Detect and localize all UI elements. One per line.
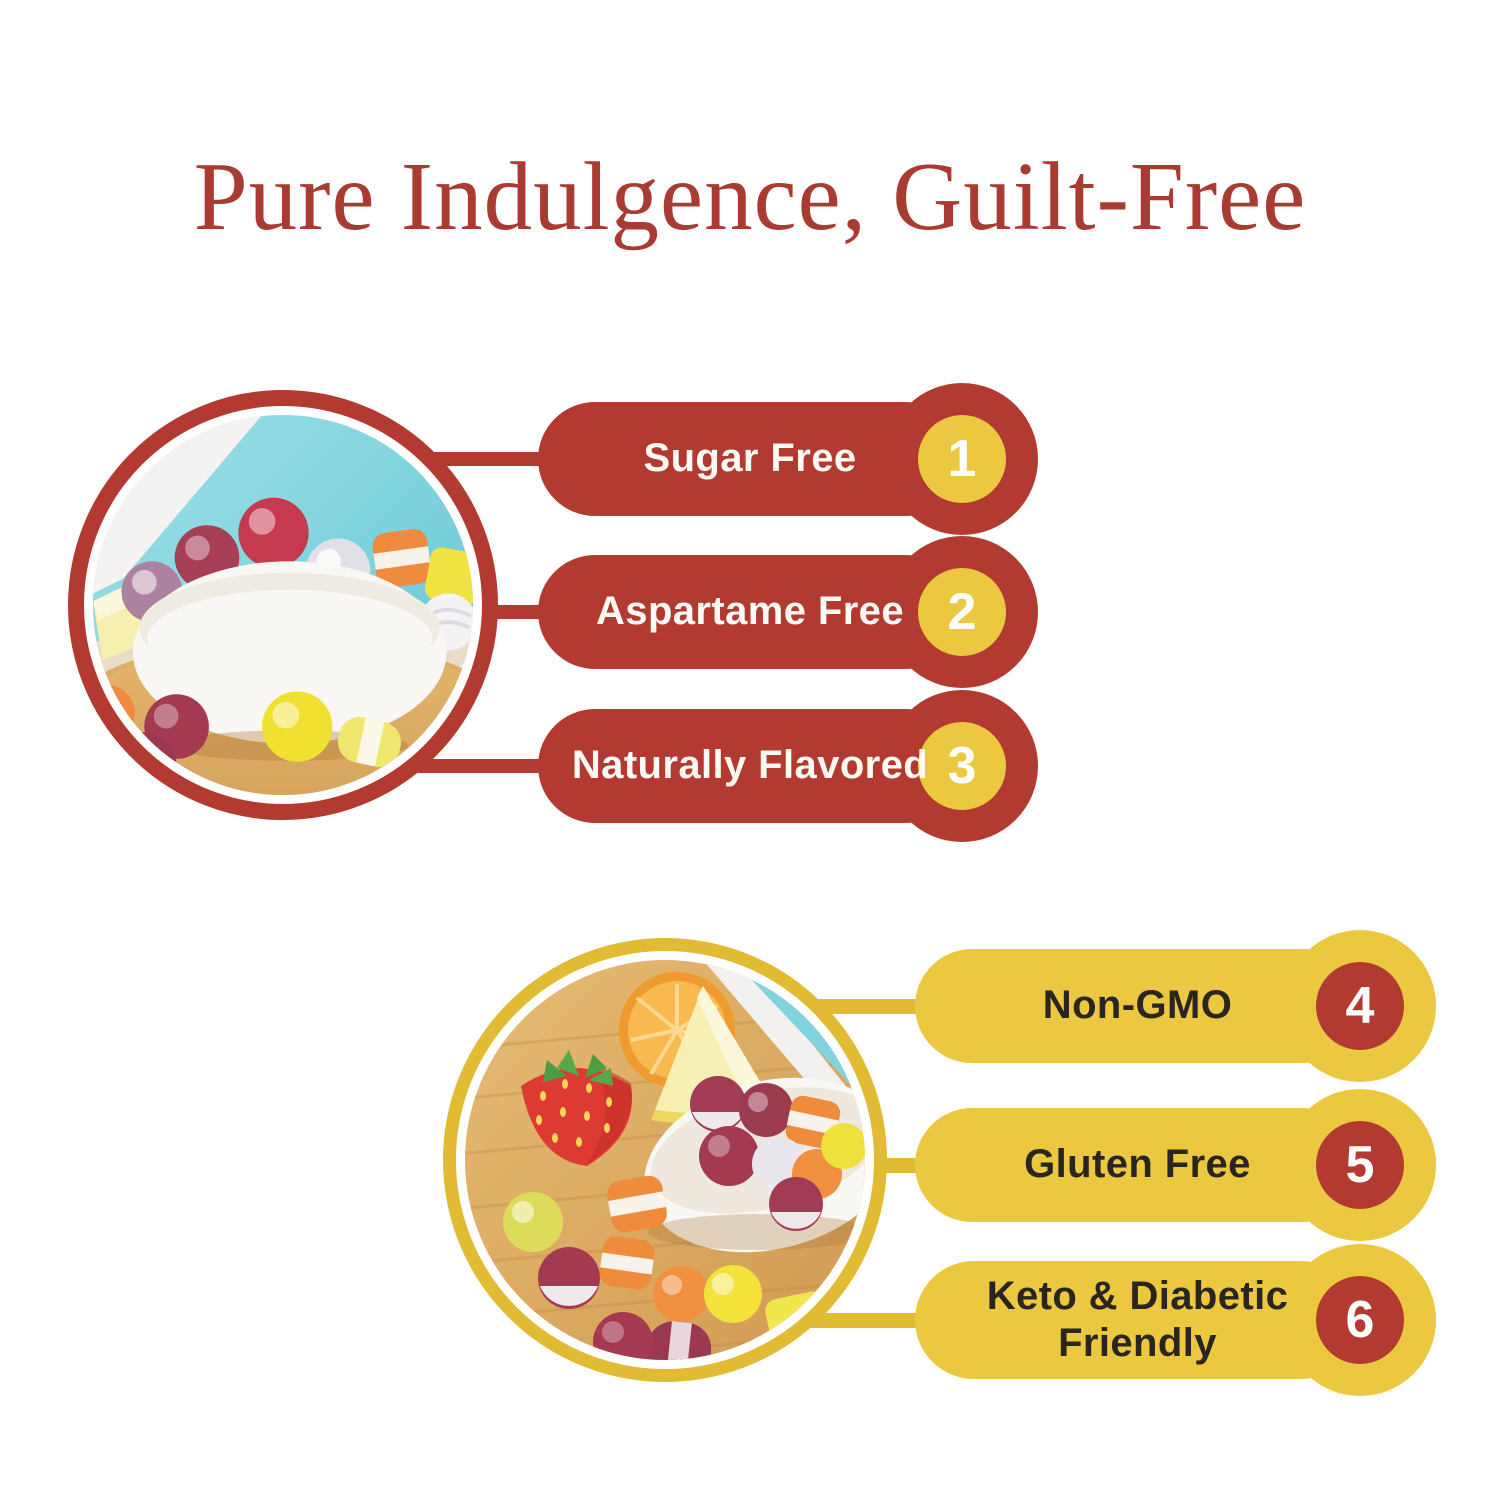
feature-number-badge: 5 [1316, 1121, 1404, 1209]
feature-number-badge: 6 [1316, 1276, 1404, 1364]
candy-bowl-photo [93, 415, 473, 795]
pill-body [915, 1261, 1360, 1379]
candy-bowl-photo-art [93, 415, 473, 795]
feature-label: Non-GMO [1042, 983, 1233, 1028]
page-title: Pure Indulgence, Guilt-Free [193, 143, 1307, 250]
feature-number: 2 [947, 583, 977, 641]
feature-number-badge: 1 [918, 415, 1006, 503]
feature-pill-aspartame-free: 2 Aspartame Free [538, 536, 1038, 688]
candies-in-bowl [690, 1076, 865, 1231]
pill-body [538, 555, 962, 669]
pill-body [538, 709, 962, 823]
feature-pill-non-gmo: 4 Non-GMO [915, 930, 1436, 1082]
feature-pill-sugar-free: 1 Sugar Free [538, 383, 1038, 535]
pill-body [915, 949, 1360, 1063]
feature-pill-gluten-free: 5 Gluten Free [915, 1089, 1436, 1241]
feature-number: 4 [1345, 977, 1375, 1035]
pill-body [538, 402, 962, 516]
feature-number: 6 [1345, 1291, 1375, 1349]
feature-pill-keto-diabetic-friendly: 6 Keto & Diabetic Friendly [915, 1244, 1436, 1396]
feature-number: 1 [947, 430, 977, 488]
feature-label: Gluten Free [1024, 1142, 1251, 1187]
strawberry [521, 1050, 633, 1166]
feature-number: 5 [1345, 1136, 1375, 1194]
photo-frame-bottom [443, 938, 887, 1382]
candies-fruit-board-photo-art [465, 960, 865, 1360]
feature-label: Naturally Flavored [571, 743, 929, 788]
lemon-wedge [651, 986, 768, 1124]
connector-line [808, 999, 919, 1014]
feature-number-badge: 2 [918, 568, 1006, 656]
feature-label: Keto & Diabetic Friendly [986, 1273, 1289, 1365]
connector-line [804, 1313, 919, 1328]
connector-line [430, 452, 546, 466]
photo-frame-top [68, 390, 498, 820]
candies-fruit-board-photo [465, 960, 865, 1360]
feature-number: 3 [947, 737, 977, 795]
pill-body [915, 1108, 1360, 1222]
feature-label: Aspartame Free [596, 589, 904, 634]
connector-line [486, 605, 546, 619]
feature-pill-naturally-flavored: 3 Naturally Flavored [538, 690, 1038, 842]
feature-label: Sugar Free [643, 436, 857, 481]
feature-number-badge: 4 [1316, 962, 1404, 1050]
connector-line [415, 759, 546, 773]
feature-number-badge: 3 [918, 722, 1006, 810]
